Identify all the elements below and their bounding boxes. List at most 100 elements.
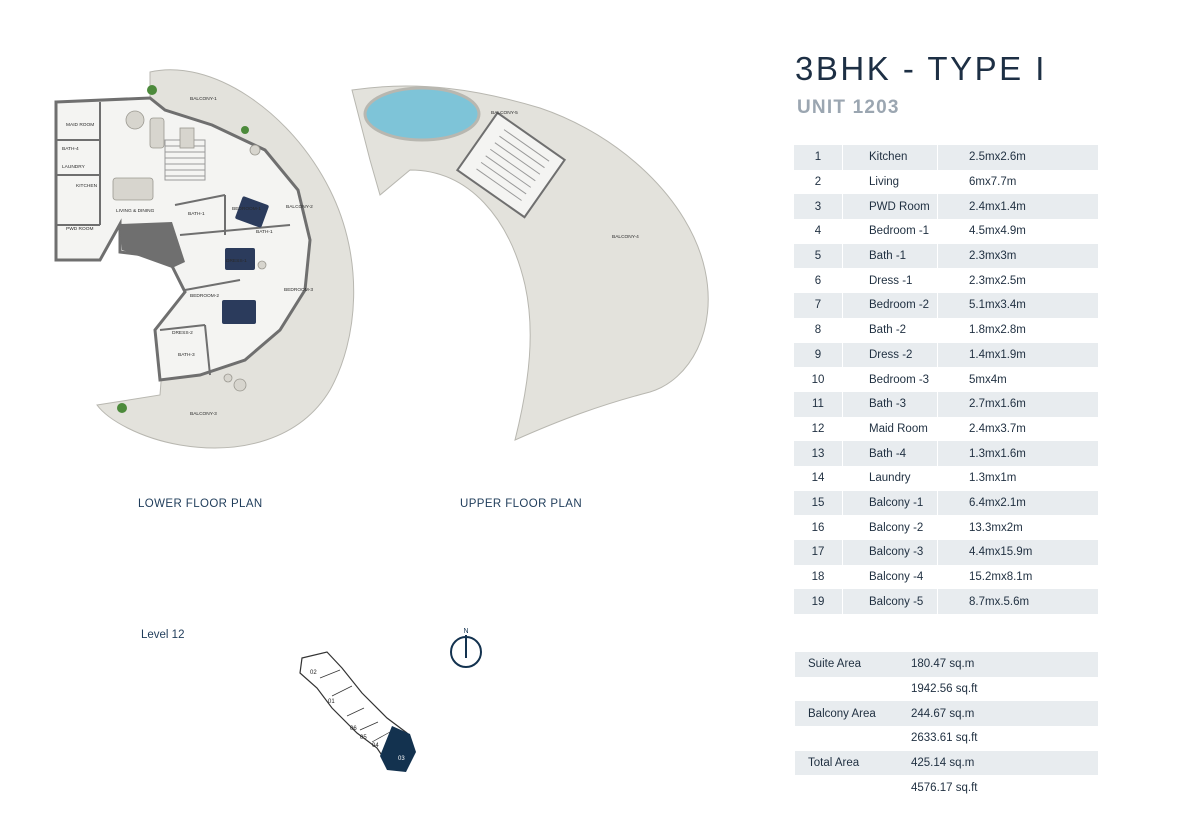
column-divider (842, 293, 843, 318)
lower-floor-plan: BALCONY-1 MAID ROOM BATH-4 LAUNDRY KITCH… (54, 69, 355, 449)
column-divider (937, 268, 938, 294)
room-size: 6mx7.7m (969, 176, 1017, 189)
unit-type-title: 3BHK - TYPE I (795, 50, 1047, 87)
key-unit-02: 02 (310, 670, 317, 676)
column-divider (937, 391, 938, 417)
label-balcony-4: BALCONY-4 (612, 234, 639, 240)
room-name: Bath -4 (869, 447, 907, 460)
label-bath-4: BATH-4 (62, 146, 79, 152)
label-bedroom-1: BEDROOM-1 (232, 206, 261, 212)
column-divider (937, 515, 938, 540)
level-label: Level 12 (141, 629, 185, 641)
room-name: Bath -3 (869, 398, 907, 411)
room-number: 18 (811, 571, 825, 584)
column-divider (937, 243, 938, 269)
balcony-area-label: Balcony Area (808, 707, 876, 720)
column-divider (842, 219, 843, 244)
room-name: Bath -2 (869, 324, 907, 337)
room-size: 2.7mx1.6m (969, 398, 1026, 411)
column-divider (937, 145, 938, 170)
upper-terrace (351, 85, 709, 441)
suite-area-sqm: 180.47 sq.m (911, 658, 975, 671)
area-row-balcony-sqm: Balcony Area 244.67 sq.m (795, 701, 1098, 727)
label-bedroom-2: BEDROOM-2 (190, 293, 219, 299)
room-number: 5 (814, 250, 822, 263)
column-divider (842, 268, 843, 294)
furniture-beds (222, 196, 269, 324)
column-divider (842, 515, 843, 540)
suite-area-sqft: 1942.56 sq.ft (911, 683, 978, 696)
room-size: 5mx4m (969, 373, 1007, 386)
label-bath-1b: BATH-1 (256, 229, 273, 235)
upper-room-labels: BALCONY-5 BALCONY-4 (491, 110, 639, 240)
column-divider (937, 540, 938, 565)
room-size: 1.8mx2.8m (969, 324, 1026, 337)
room-size: 2.4mx1.4m (969, 200, 1026, 213)
column-divider (937, 317, 938, 343)
room-size: 13.3mx2m (969, 521, 1023, 534)
label-pwd-room: PWD ROOM (66, 226, 93, 232)
room-number: 8 (814, 324, 822, 337)
room-size: 4.5mx4.9m (969, 225, 1026, 238)
room-size: 2.5mx2.6m (969, 151, 1026, 164)
floor-plans-illustration: BALCONY-1 MAID ROOM BATH-4 LAUNDRY KITCH… (54, 69, 709, 449)
column-divider (842, 564, 843, 590)
column-divider (842, 317, 843, 343)
column-divider (842, 589, 843, 615)
column-divider (937, 416, 938, 442)
key-unit-03: 03 (398, 756, 405, 762)
column-divider (937, 564, 938, 590)
key-unit-04: 04 (372, 743, 379, 749)
room-number: 6 (814, 274, 822, 287)
room-number: 1 (814, 151, 822, 164)
area-row-total-sqm: Total Area 425.14 sq.m (795, 750, 1098, 776)
room-size: 1.4mx1.9m (969, 348, 1026, 361)
key-plan-unit-labels: 02 01 06 05 04 03 (310, 670, 405, 762)
suite-area-label: Suite Area (808, 658, 862, 671)
room-name: Kitchen (869, 151, 908, 164)
column-divider (937, 219, 938, 244)
label-laundry: LAUNDRY (62, 164, 86, 170)
area-row-suite-sqm: Suite Area 180.47 sq.m (795, 652, 1098, 677)
partition-walls (56, 102, 291, 376)
column-divider (842, 243, 843, 269)
upper-floor-plan: BALCONY-5 BALCONY-4 (351, 85, 709, 441)
lower-room-labels: BALCONY-1 MAID ROOM BATH-4 LAUNDRY KITCH… (62, 96, 313, 417)
unit-number-subtitle: UNIT 1203 (797, 97, 900, 118)
room-size: 8.7mx.5.6m (969, 595, 1030, 608)
room-size: 15.2mx8.1m (969, 571, 1033, 584)
label-dress-1: DRESS-1 (226, 258, 247, 264)
column-divider (937, 490, 938, 516)
upper-staircase-lines (476, 129, 550, 201)
room-number: 15 (811, 496, 825, 509)
north-compass-icon: N (450, 628, 482, 668)
room-number: 17 (811, 546, 825, 559)
column-divider (842, 490, 843, 516)
column-divider (937, 293, 938, 318)
column-divider (842, 465, 843, 491)
upper-stair-core (455, 111, 567, 219)
label-bath-1a: BATH-1 (188, 211, 205, 217)
label-dress-2: DRESS-2 (172, 330, 193, 336)
balcony-area-sqm: 244.67 sq.m (911, 707, 975, 720)
room-name: Balcony -3 (869, 546, 924, 559)
room-number: 7 (814, 299, 822, 312)
column-divider (842, 367, 843, 392)
room-number: 13 (811, 447, 825, 460)
label-balcony-2: BALCONY-2 (286, 204, 313, 210)
room-number: 3 (814, 200, 822, 213)
staircase-lines (164, 139, 206, 181)
room-size: 5.1mx3.4m (969, 299, 1026, 312)
